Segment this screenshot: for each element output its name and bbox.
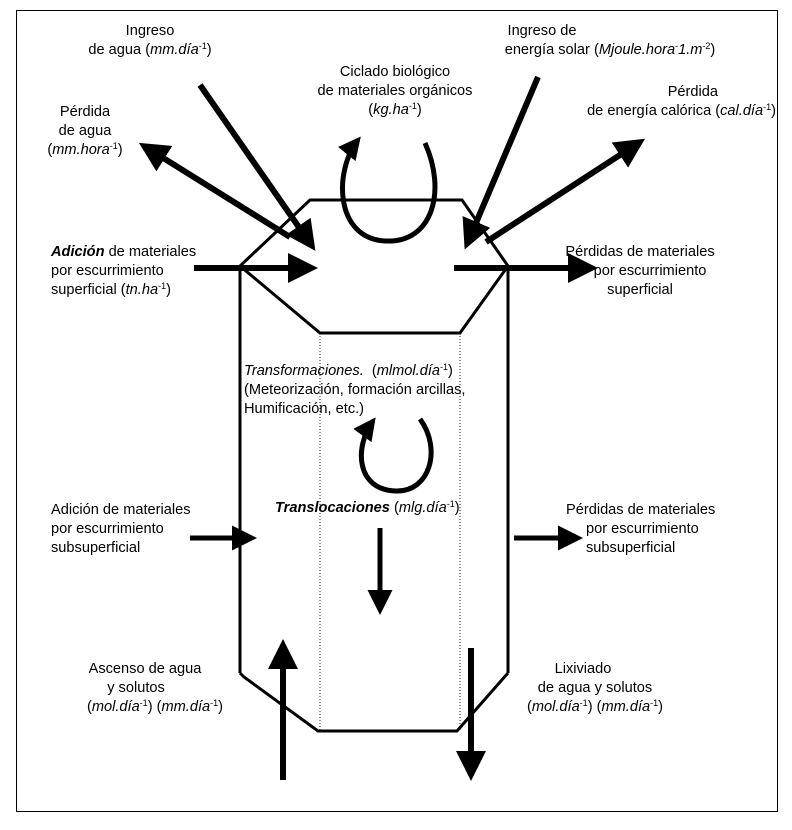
transformations-cycle-arrow [353,417,434,494]
water-ascent-label: Ascenso de agua y solutos (mol.día-1) (m… [86,661,224,715]
biological-cycling-label: Ciclado biológico de materiales orgánico… [317,64,473,118]
water-input-label: Ingreso de agua (mm.día-1) [88,23,212,58]
biological-cycle-arrow [337,136,438,244]
solar-input-arrow [462,75,541,250]
heat-loss-arrow [484,138,646,245]
surface-loss-label: Pérdidas de materiales por escurrimiento… [565,244,715,298]
water-loss-arrow [138,142,292,240]
leaching-label: Lixiviado de agua y solutos (mol.día-1) … [526,661,664,715]
subsurface-loss-label: Pérdidas de materiales por escurrimiento… [566,502,716,556]
surface-addition-label: Adición de materiales por escurrimiento … [51,244,197,298]
solar-input-label: Ingreso de energía solar (Mjoule.hora-1.… [504,23,716,58]
water-input-arrow [197,83,316,251]
heat-loss-label: Pérdida de energía calórica (cal.día-1) [587,84,776,119]
subsurface-addition-label: Adición de materiales por escurrimiento … [51,502,191,556]
translocations-label: Translocaciones (mlg.día-1) [275,499,460,517]
water-loss-label: Pérdida de agua (mm.hora-1) [47,104,123,158]
transformations-label: Transformaciones. (mlmol.día-1) (Meteori… [244,362,466,418]
diagram-frame [16,10,778,812]
